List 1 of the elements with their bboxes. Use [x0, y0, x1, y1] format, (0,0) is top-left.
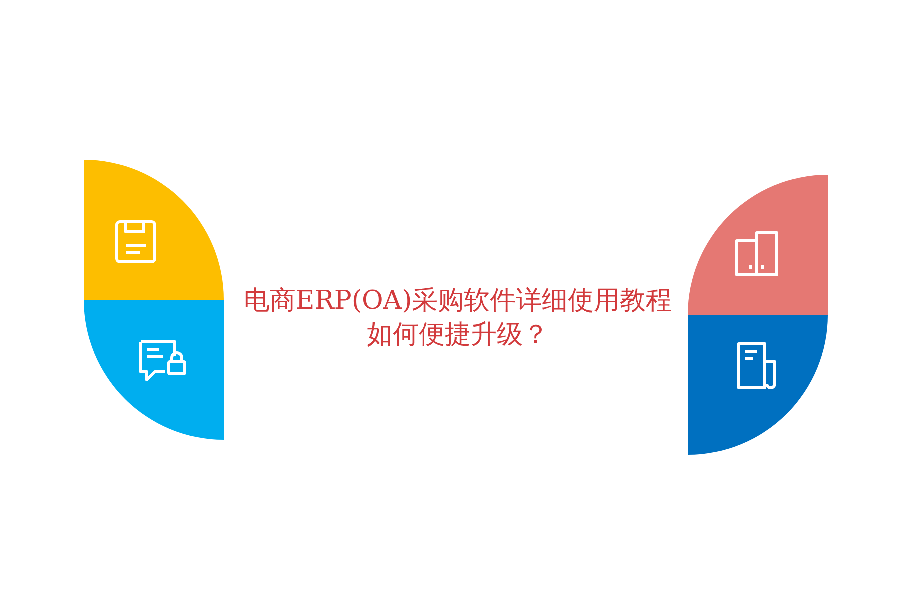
title: 电商ERP(OA)采购软件详细使用教程如何便捷升级？ — [242, 285, 674, 352]
